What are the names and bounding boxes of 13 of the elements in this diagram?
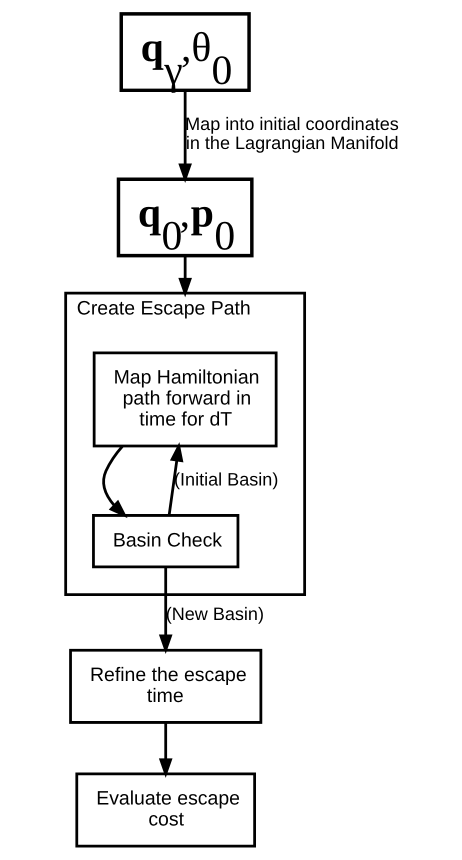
arrow [178,90,192,183]
arrow [102,445,128,518]
node-box: Refine the escape time [69,648,262,724]
arrow [178,256,192,298]
arrow [158,567,173,654]
arrow [158,722,173,778]
node-box: Evaluate escape cost [75,772,256,848]
edge-label: (New Basin) [166,604,264,624]
node-box: Basin Check [92,514,240,568]
arrow [168,442,184,516]
node-box: Map Hamiltonian path forward in time for dT [92,352,278,448]
edge-label: Map into initial coordinates in the Lagrangian Manifold [185,114,399,154]
edge-label: (Initial Basin) [174,469,278,490]
